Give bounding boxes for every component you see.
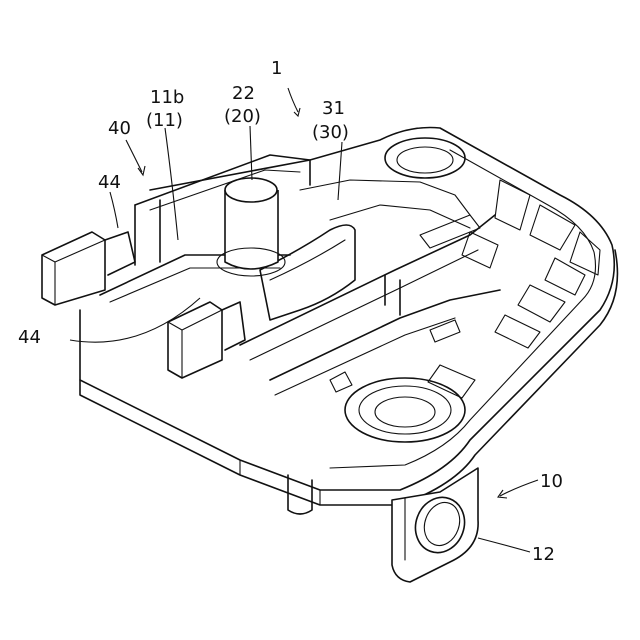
- label-20: (20): [224, 106, 261, 127]
- leader-1: [288, 88, 298, 112]
- terminal-tab-12: [392, 468, 478, 582]
- leader-40: [126, 140, 142, 172]
- channel-walls: [240, 180, 500, 395]
- label-12: 12: [532, 544, 555, 565]
- lower-boss: [345, 378, 465, 442]
- leader-44a: [110, 192, 118, 228]
- label-10: 10: [540, 471, 563, 492]
- clip-44-center: [168, 302, 245, 378]
- label-30: (30): [312, 122, 349, 143]
- upper-boss: [385, 138, 465, 178]
- base-plate: [80, 128, 617, 506]
- label-22: 22: [232, 83, 255, 104]
- label-40: 40: [108, 118, 131, 139]
- label-1: 1: [271, 58, 282, 79]
- label-44-bottom: 44: [18, 327, 41, 348]
- leader-11b: [165, 128, 178, 240]
- label-31: 31: [322, 98, 345, 119]
- post-22: [217, 178, 285, 276]
- leader-10: [500, 480, 538, 496]
- frame-pockets: [428, 180, 600, 398]
- label-11: (11): [146, 110, 183, 131]
- clip-44-left: [42, 232, 135, 305]
- label-11b: 11b: [150, 87, 184, 108]
- label-44-top: 44: [98, 172, 121, 193]
- arrow-10: [498, 490, 507, 498]
- leader-12: [478, 538, 530, 552]
